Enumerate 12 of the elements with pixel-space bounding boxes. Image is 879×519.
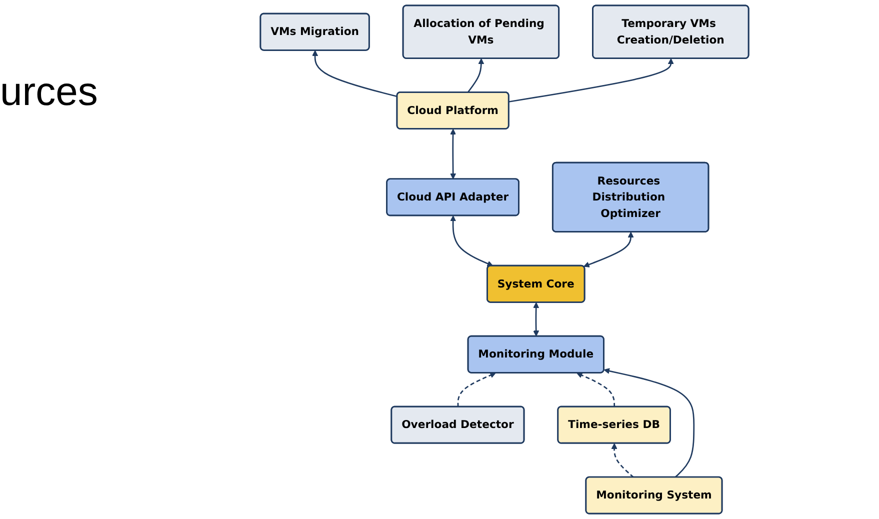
arrow — [611, 443, 634, 478]
heading-fragment: urces — [0, 70, 98, 115]
arrow — [584, 232, 634, 268]
arrow — [576, 372, 616, 407]
arrow — [604, 368, 695, 478]
arrow — [450, 216, 494, 266]
arrow — [508, 58, 674, 102]
arrow — [450, 128, 456, 180]
arrow — [533, 302, 540, 336]
arrow — [457, 372, 496, 407]
arrow — [467, 58, 484, 93]
arrow — [312, 50, 398, 98]
